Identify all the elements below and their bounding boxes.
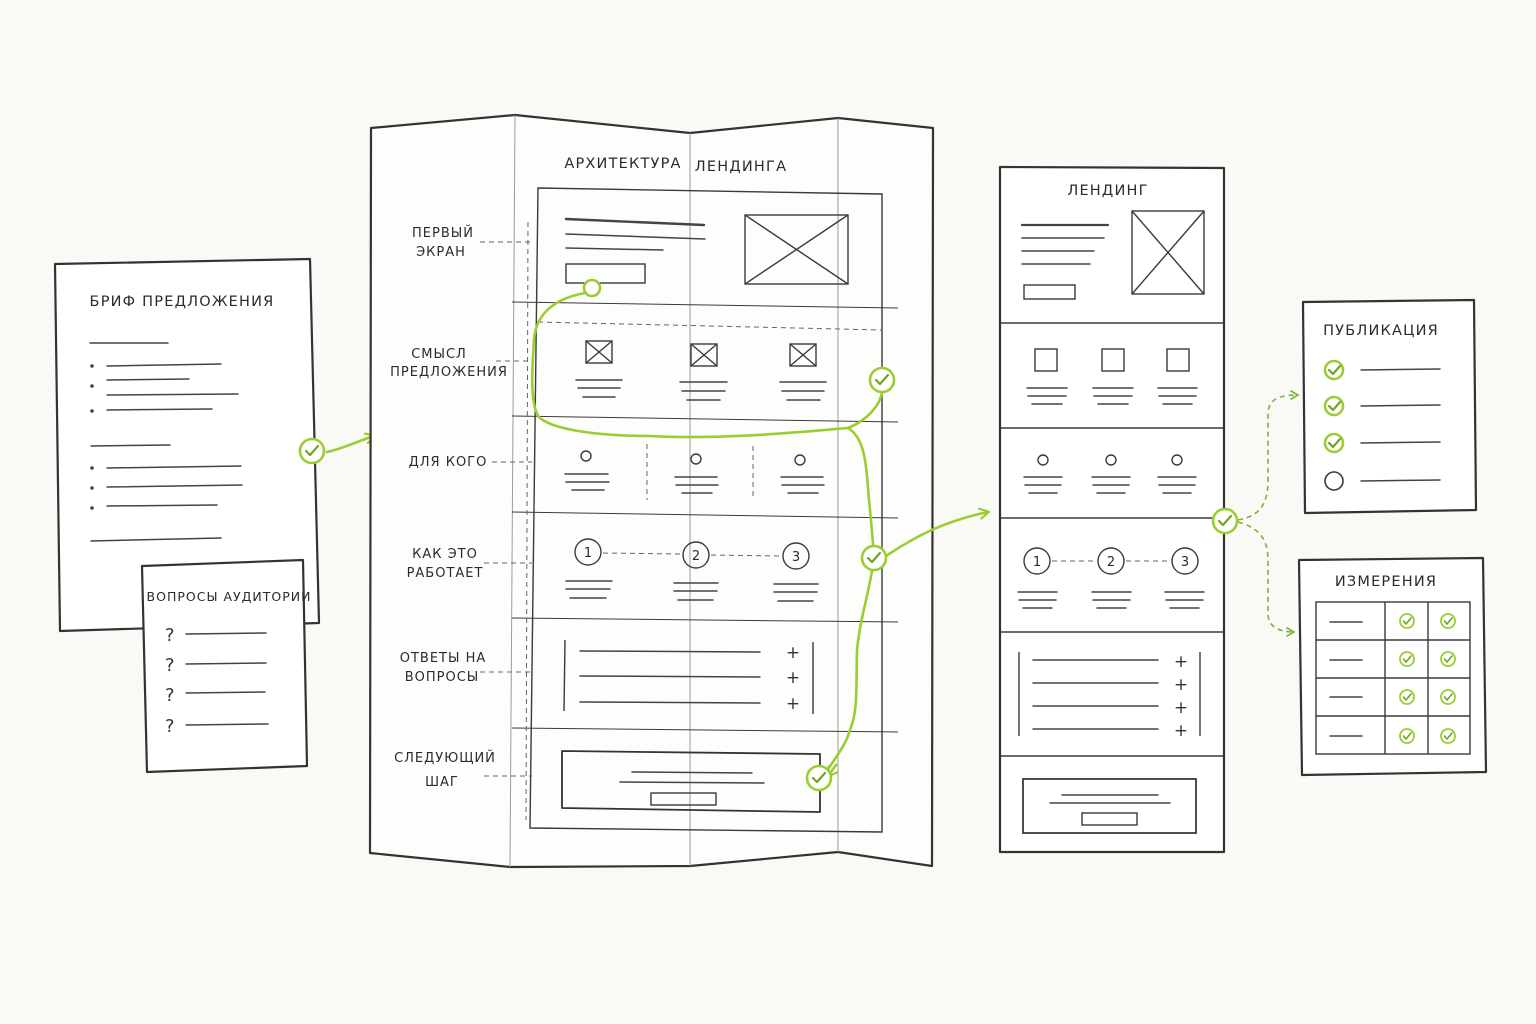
check-circle-icon: [1440, 689, 1456, 705]
brief-card: БРИФ ПРЕДЛОЖЕНИЯ: [53, 257, 321, 633]
fold-lines: [509, 114, 839, 868]
cta-wireframe: [561, 750, 821, 813]
landing-title: ЛЕНДИНГ: [1067, 183, 1148, 199]
landing-cta: [1022, 778, 1197, 834]
svg-text:2: 2: [1107, 555, 1115, 570]
publication-checklist: [1323, 359, 1441, 491]
check-badge-steps: [860, 544, 888, 572]
audience-questions-title: ВОПРОСЫ АУДИТОРИИ: [147, 589, 312, 604]
svg-text:+: +: [786, 694, 800, 714]
section-label-offer-meaning: СМЫСЛ ПРЕДЛОЖЕНИЯ: [390, 347, 532, 380]
check-circle-icon: [1323, 359, 1345, 381]
landing-steps: 1 2 3: [1017, 547, 1205, 609]
svg-text:?: ?: [165, 716, 175, 737]
check-circle-icon: [1440, 728, 1456, 744]
svg-text:3: 3: [1181, 555, 1189, 570]
svg-text:СЛЕДУЮЩИЙ: СЛЕДУЮЩИЙ: [394, 750, 496, 766]
section-label-faq: ОТВЕТЫ НА ВОПРОСЫ: [400, 651, 532, 685]
svg-text:1: 1: [584, 546, 592, 561]
steps-wireframe: 1 2 3: [565, 538, 819, 602]
brief-title: БРИФ ПРЕДЛОЖЕНИЯ: [90, 294, 275, 310]
check-circle-icon: [1440, 651, 1456, 667]
architecture-map: АРХИТЕКТУРА ЛЕНДИНГА ПЕРВЫЙ ЭКРАН СМЫСЛ …: [368, 113, 935, 869]
architecture-title-part1: АРХИТЕКТУРА: [564, 156, 681, 172]
checklist-item: [1323, 432, 1441, 454]
check-circle-icon: [1399, 728, 1415, 744]
measurements-title: ИЗМЕРЕНИЯ: [1335, 574, 1437, 590]
svg-text:?: ?: [165, 685, 175, 706]
svg-text:+: +: [1174, 698, 1188, 718]
publication-title: ПУБЛИКАЦИЯ: [1323, 323, 1439, 339]
checklist-item: [1324, 471, 1441, 491]
svg-text:?: ?: [165, 625, 175, 646]
check-circle-icon: [1323, 395, 1345, 417]
benefits-wireframe: [575, 340, 827, 401]
svg-text:+: +: [1174, 721, 1188, 741]
check-circle-icon: [1440, 613, 1456, 629]
svg-text:ЭКРАН: ЭКРАН: [416, 245, 466, 260]
audience-wireframe: [564, 444, 825, 500]
landing-benefits: [1026, 348, 1198, 405]
svg-text:?: ?: [165, 655, 175, 676]
audience-questions-card: ВОПРОСЫ АУДИТОРИИ ? ? ? ?: [140, 558, 312, 774]
svg-text:КАК ЭТО: КАК ЭТО: [412, 547, 478, 562]
measurements-card: ИЗМЕРЕНИЯ: [1297, 556, 1488, 777]
section-label-next-step: СЛЕДУЮЩИЙ ШАГ: [394, 750, 532, 790]
svg-text:ПРЕДЛОЖЕНИЯ: ПРЕДЛОЖЕНИЯ: [390, 365, 508, 380]
check-badge-landing: [1211, 507, 1239, 535]
section-label-how-it-works: КАК ЭТО РАБОТАЕТ: [407, 547, 532, 581]
checklist-item: [1323, 395, 1441, 417]
svg-text:3: 3: [792, 550, 800, 565]
svg-text:ВОПРОСЫ: ВОПРОСЫ: [405, 670, 480, 685]
architecture-title-part2: ЛЕНДИНГА: [695, 159, 787, 175]
check-badge-brief: [298, 437, 326, 465]
landing-dividers: [1000, 322, 1224, 757]
empty-circle-icon: [1324, 471, 1344, 491]
svg-text:ПЕРВЫЙ: ПЕРВЫЙ: [412, 225, 474, 241]
landing-hero: [1020, 210, 1205, 300]
svg-text:1: 1: [1033, 555, 1041, 570]
svg-text:+: +: [786, 668, 800, 688]
section-dividers: [511, 221, 899, 821]
check-badge-benefits: [868, 366, 896, 394]
brief-lines: [89, 342, 243, 542]
branch-connectors: [1237, 390, 1300, 637]
checklist-item: [1323, 359, 1441, 381]
check-badge-cta: [805, 764, 833, 792]
measurements-table: [1315, 601, 1471, 755]
svg-text:2: 2: [692, 549, 700, 564]
svg-text:+: +: [1174, 652, 1188, 672]
svg-text:+: +: [1174, 675, 1188, 695]
arrow-architecture-to-landing: [884, 512, 988, 558]
arrow-brief-to-architecture: [325, 436, 374, 454]
svg-text:ДЛЯ КОГО: ДЛЯ КОГО: [409, 455, 488, 470]
svg-text:ШАГ: ШАГ: [425, 775, 459, 790]
section-label-first-screen: ПЕРВЫЙ ЭКРАН: [412, 225, 532, 260]
svg-text:РАБОТАЕТ: РАБОТАЕТ: [407, 566, 484, 581]
hero-wireframe: [564, 214, 849, 285]
check-circle-icon: [1399, 689, 1415, 705]
landing-page-card: ЛЕНДИНГ: [998, 165, 1226, 854]
user-journey-path: [530, 290, 884, 774]
check-circle-icon: [1323, 432, 1345, 454]
landing-faq: + + + +: [1018, 652, 1201, 741]
svg-text:+: +: [786, 643, 800, 663]
publication-card: ПУБЛИКАЦИЯ: [1301, 298, 1478, 515]
check-circle-icon: [1399, 651, 1415, 667]
landing-audience: [1023, 454, 1197, 494]
check-badge-first-screen: [582, 278, 602, 298]
faq-wireframe: + + +: [563, 639, 814, 714]
question-lines: ? ? ? ?: [165, 625, 269, 737]
svg-text:ОТВЕТЫ НА: ОТВЕТЫ НА: [400, 651, 487, 666]
section-label-for-whom: ДЛЯ КОГО: [409, 455, 532, 470]
svg-text:СМЫСЛ: СМЫСЛ: [411, 347, 467, 362]
check-circle-icon: [1399, 613, 1415, 629]
